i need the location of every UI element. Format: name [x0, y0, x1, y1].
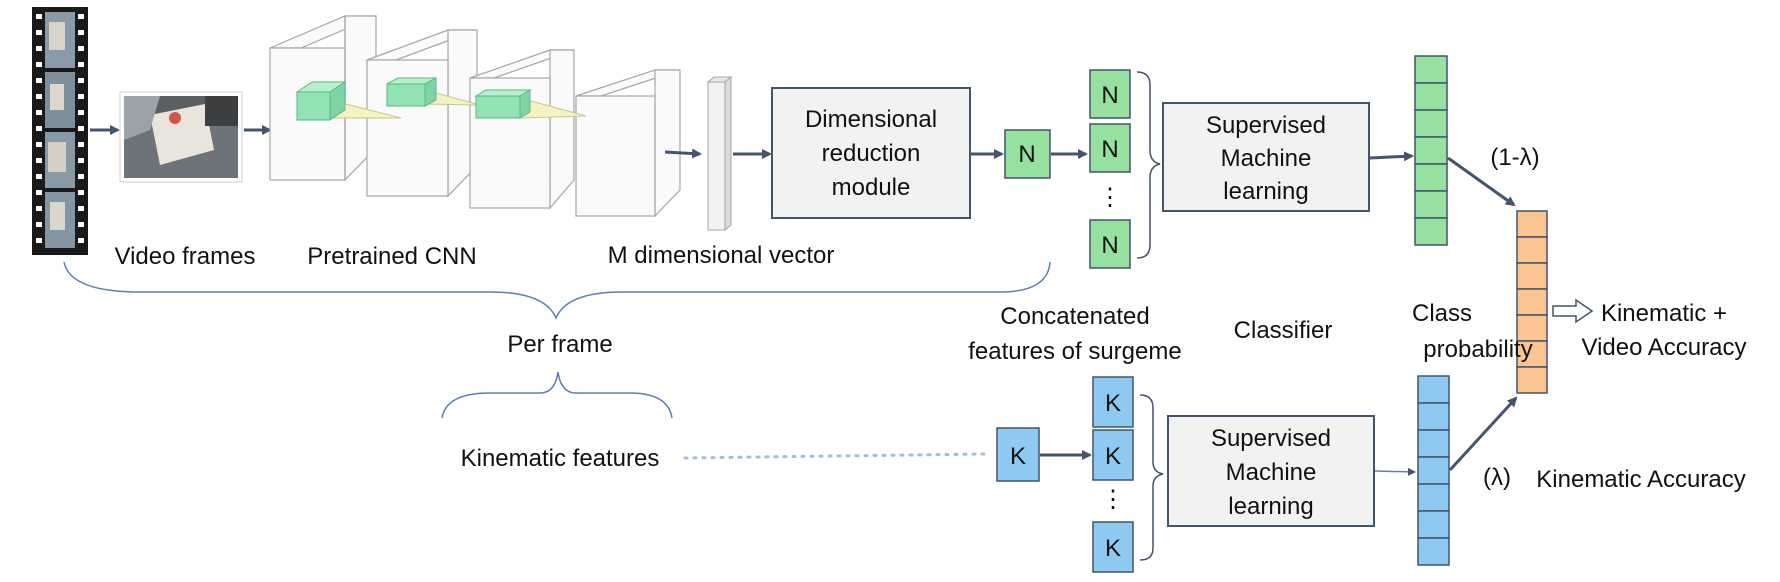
cnn-layer-3 — [469, 49, 575, 210]
label-pretrained-cnn: Pretrained CNN — [307, 243, 476, 270]
n-stack-label-2: N — [1101, 136, 1118, 163]
sml-bottom-line3: learning — [1228, 493, 1313, 520]
k-stack: K K ⋮ K — [1092, 376, 1134, 573]
dimred-line1: Dimensional — [805, 106, 937, 133]
k-stack-dots: ⋮ — [1101, 486, 1125, 513]
dimred-line3: module — [832, 174, 911, 201]
k-feature-cell: K — [996, 427, 1040, 482]
video-class-probability-column — [1414, 55, 1448, 246]
label-one-minus-lambda: (1-λ) — [1490, 144, 1539, 171]
label-class-probability-line2: probability — [1423, 336, 1532, 363]
per-frame-bracket — [63, 261, 1051, 320]
supervised-ml-bottom: Supervised Machine learning — [1167, 415, 1375, 527]
label-kinematic-features: Kinematic features — [461, 445, 660, 472]
hollow-arrow-icon — [1552, 298, 1594, 324]
label-concatenated-line1: Concatenated — [1000, 303, 1149, 330]
arrow-cnn-to-vector — [664, 148, 702, 159]
label-kv-accuracy-line2: Video Accuracy — [1582, 334, 1747, 361]
k-stack-label-1: K — [1105, 390, 1121, 417]
kinematic-class-probability-column — [1417, 375, 1450, 566]
n-stack-label-1: N — [1101, 82, 1118, 109]
label-video-frames: Video frames — [115, 243, 256, 270]
sml-bottom-line1: Supervised — [1211, 425, 1331, 452]
n-stack-brace — [1136, 71, 1161, 259]
cnn-layer-2 — [366, 29, 478, 198]
label-kv-accuracy-line1: Kinematic + — [1601, 300, 1727, 327]
arrow-blue-to-fused — [1448, 396, 1518, 472]
k-stack-label-2: K — [1105, 443, 1121, 470]
sml-bottom-line2: Machine — [1226, 459, 1317, 486]
m-dimensional-vector-bar — [706, 75, 733, 232]
arrow-sml-to-green-prob — [1369, 151, 1414, 162]
video-frame-thumbnail — [119, 91, 243, 183]
n-stack-dots: ⋮ — [1098, 184, 1122, 211]
n-stack: N N ⋮ N — [1089, 69, 1131, 269]
cnn-layer-4 — [575, 69, 681, 218]
dimensional-reduction-module: Dimensional reduction module — [771, 87, 971, 219]
label-m-dimensional-vector: M dimensional vector — [608, 242, 835, 269]
film-strip-icon — [32, 7, 88, 255]
kinematic-dotted-line — [683, 452, 987, 460]
n-label: N — [1018, 141, 1035, 168]
label-classifier: Classifier — [1234, 317, 1333, 344]
label-lambda: (λ) — [1483, 464, 1511, 491]
label-concatenated-line2: features of surgeme — [968, 338, 1181, 365]
k-label: K — [1010, 443, 1026, 470]
fused-probability-column — [1516, 210, 1548, 394]
sml-top-line2: Machine — [1221, 145, 1312, 172]
sml-top-line3: learning — [1223, 178, 1308, 205]
n-feature-cell: N — [1004, 129, 1051, 179]
label-per-frame: Per frame — [507, 331, 612, 358]
arrow-green-to-fused — [1447, 156, 1516, 207]
arrow-sml-to-blue-prob — [1374, 467, 1416, 476]
label-class-probability-line1: Class — [1412, 300, 1472, 327]
n-stack-label-3: N — [1101, 232, 1118, 259]
k-stack-brace — [1139, 394, 1164, 561]
sml-top-line1: Supervised — [1206, 112, 1326, 139]
dimred-line2: reduction — [822, 140, 921, 167]
k-stack-label-3: K — [1105, 535, 1121, 562]
label-kinematic-accuracy: Kinematic Accuracy — [1536, 466, 1745, 493]
kinematic-bracket — [441, 371, 673, 419]
cnn-kernels — [295, 77, 587, 121]
supervised-ml-top: Supervised Machine learning — [1162, 102, 1370, 212]
